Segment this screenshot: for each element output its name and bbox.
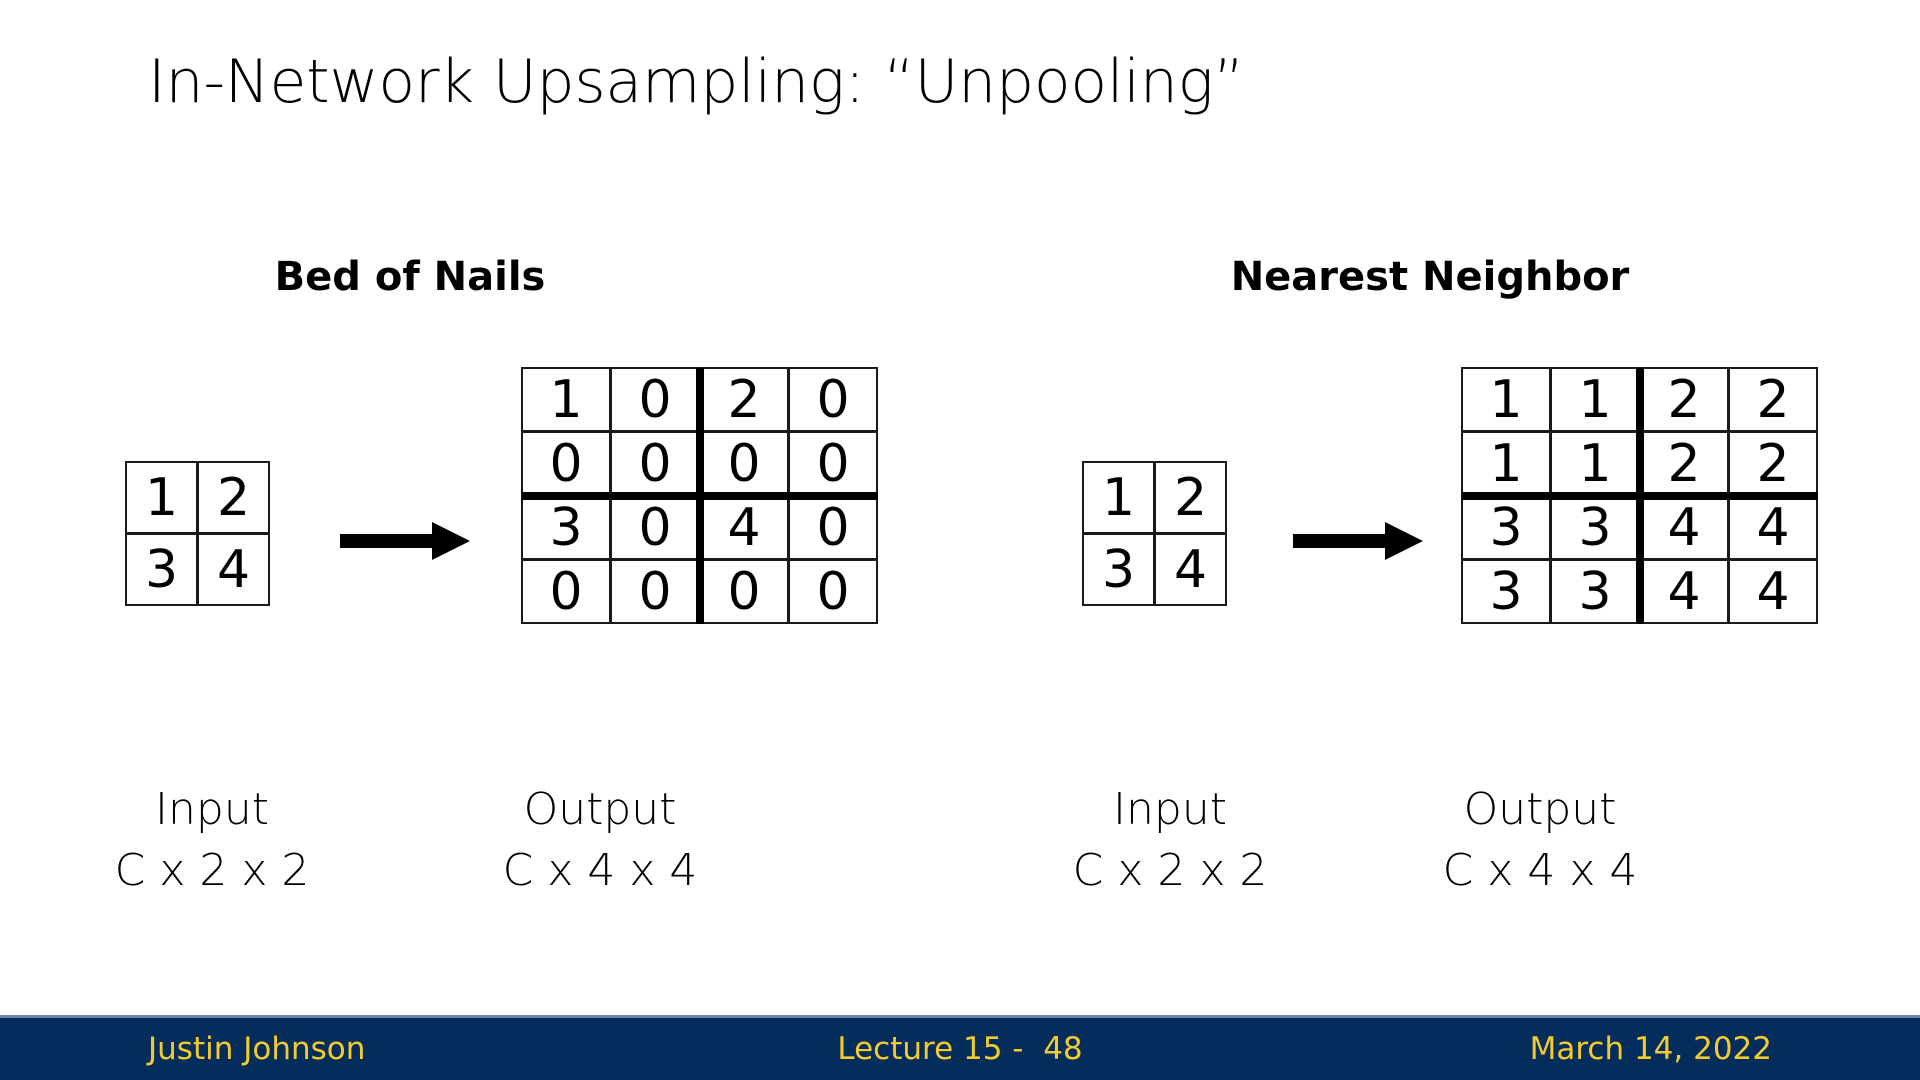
caption-input-nearest-neighbor: Input C x 2 x 2 (1000, 780, 1340, 901)
panel-heading-bed-of-nails: Bed of Nails (274, 254, 546, 300)
grid-cell: 0 (699, 431, 789, 496)
caption-input-bed-of-nails: Input C x 2 x 2 (42, 780, 382, 901)
caption-output-bed-of-nails: Output C x 4 x 4 (430, 780, 770, 901)
grid-cell: 0 (788, 367, 878, 432)
grid-cell: 0 (788, 559, 878, 624)
grid-cell: 1 (125, 461, 198, 534)
grid-cell: 4 (699, 495, 789, 560)
page-title: In-Network Upsampling: “Unpooling” (148, 47, 1245, 117)
panel-heading-nearest-neighbor: Nearest Neighbor (1230, 254, 1630, 300)
grid-cell: 4 (1639, 495, 1729, 560)
grid-cell: 0 (610, 431, 700, 496)
grid-cell: 3 (1550, 559, 1640, 624)
grid-cell: 4 (1639, 559, 1729, 624)
footer-date: March 14, 2022 (1529, 1031, 1772, 1067)
grid-cell: 2 (1728, 431, 1818, 496)
grid-cell: 0 (521, 559, 611, 624)
right-arrow-icon-nearest-neighbor (1293, 522, 1423, 560)
grid-cell: 0 (788, 495, 878, 560)
grid-cell: 1 (1461, 431, 1551, 496)
grid-cell: 2 (1728, 367, 1818, 432)
grid-cell: 0 (610, 559, 700, 624)
grid-cell: 0 (521, 431, 611, 496)
caption-input-shape: C x 2 x 2 (114, 844, 310, 896)
grid-cell: 2 (699, 367, 789, 432)
grid-cell: 4 (197, 533, 270, 606)
slide-footer: Justin Johnson Lecture 15 - 48 March 14,… (0, 1015, 1920, 1080)
caption-output-shape: C x 4 x 4 (502, 844, 698, 896)
grid-cell: 4 (1154, 533, 1227, 606)
grid-cell: 3 (125, 533, 198, 606)
caption-output-shape: C x 4 x 4 (1442, 844, 1638, 896)
grid-cell: 1 (1550, 431, 1640, 496)
grid-cell: 2 (1154, 461, 1227, 534)
grid-cell: 3 (1461, 559, 1551, 624)
caption-output-name: Output (523, 784, 677, 835)
caption-input-name: Input (1113, 784, 1227, 835)
grid-cell: 0 (610, 367, 700, 432)
caption-output-nearest-neighbor: Output C x 4 x 4 (1370, 780, 1710, 901)
grid-cell: 2 (197, 461, 270, 534)
grid-cell: 3 (1550, 495, 1640, 560)
grid-cell: 1 (1461, 367, 1551, 432)
grid-cell: 2 (1639, 367, 1729, 432)
grid-cell: 2 (1639, 431, 1729, 496)
grid-cell: 1 (521, 367, 611, 432)
right-arrow-icon-bed-of-nails (340, 522, 470, 560)
footer-author: Justin Johnson (148, 1031, 366, 1067)
grid-cell: 1 (1550, 367, 1640, 432)
grid-cell: 3 (521, 495, 611, 560)
footer-lecture-number: Lecture 15 - 48 (837, 1031, 1083, 1067)
grid-cell: 4 (1728, 495, 1818, 560)
grid-cell: 0 (788, 431, 878, 496)
caption-output-name: Output (1463, 784, 1617, 835)
grid-cell: 0 (699, 559, 789, 624)
grid-cell: 3 (1461, 495, 1551, 560)
grid-cell: 4 (1728, 559, 1818, 624)
grid-cell: 1 (1082, 461, 1155, 534)
grid-cell: 3 (1082, 533, 1155, 606)
caption-input-name: Input (155, 784, 269, 835)
grid-cell: 0 (610, 495, 700, 560)
caption-input-shape: C x 2 x 2 (1072, 844, 1268, 896)
